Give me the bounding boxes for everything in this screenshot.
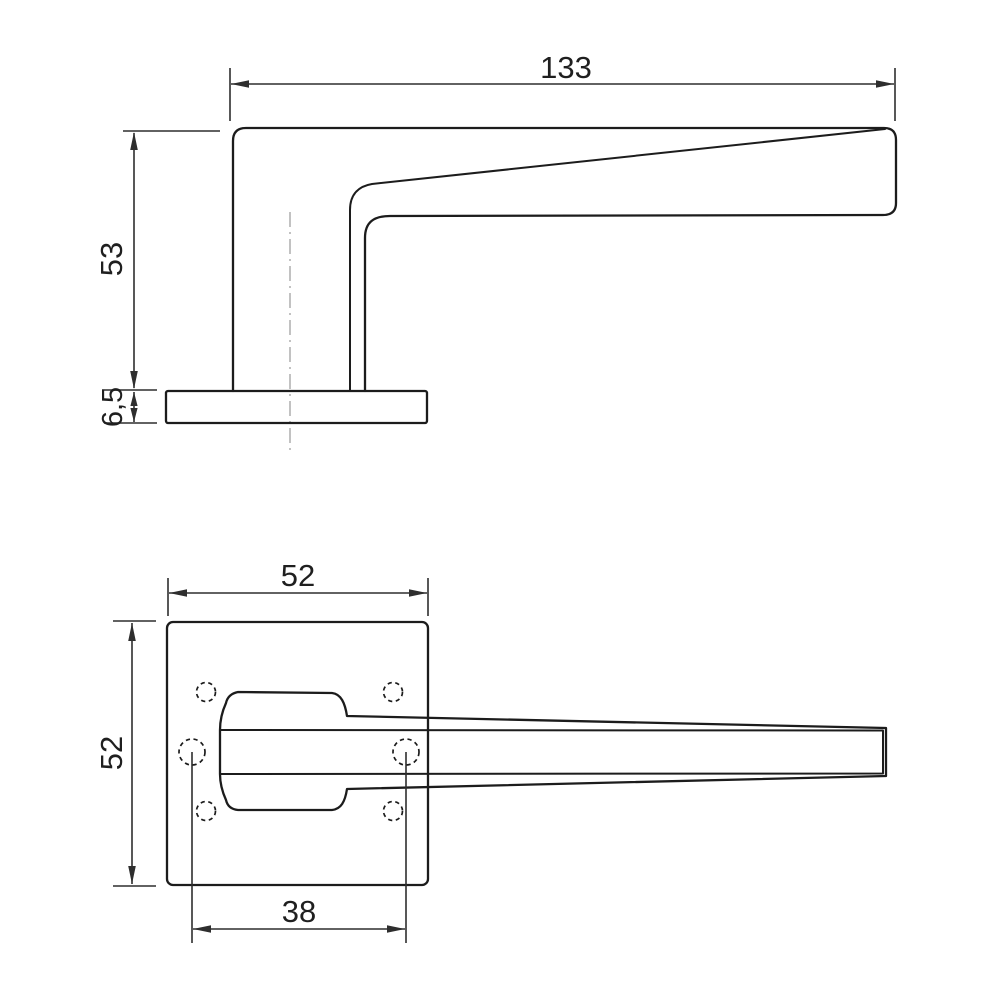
arrowhead-down	[130, 408, 138, 422]
arrowhead-up	[130, 392, 138, 406]
fixing-hole-left	[178, 738, 206, 766]
side-view-handle-outline	[231, 126, 898, 393]
dimension-label-plate-width: 52	[281, 558, 315, 593]
side-view-rosette	[164, 389, 429, 425]
arrowhead-up	[128, 623, 136, 641]
front-view-handle-outline	[218, 690, 888, 812]
dimension-label-hole-spacing: 38	[282, 894, 316, 929]
dimension-label-length: 133	[540, 50, 592, 85]
arrowhead-down	[130, 371, 138, 389]
front-view: 52 52 38	[94, 558, 888, 943]
side-view: 133 53 6,5	[94, 50, 898, 452]
dimension-hole-spacing: 38	[191, 752, 407, 943]
screw-hole-top-right	[382, 681, 404, 703]
dimension-label-base-thickness: 6,5	[97, 387, 129, 427]
screw-hole-bottom-right	[382, 800, 404, 822]
arrowhead-right	[387, 925, 405, 933]
arrowhead-left	[231, 80, 249, 88]
dimension-base-thickness: 6,5	[97, 387, 157, 427]
dimension-length: 133	[229, 50, 896, 121]
dimension-height: 53	[94, 130, 220, 389]
dimension-label-height: 53	[94, 242, 129, 276]
fixing-hole-right	[392, 738, 420, 766]
dimension-plate-height: 52	[94, 620, 156, 887]
dimension-plate-width: 52	[167, 558, 429, 616]
arrowhead-up	[130, 132, 138, 150]
arrowhead-right	[409, 589, 427, 597]
arrowhead-left	[169, 589, 187, 597]
front-view-grip-band-lines	[220, 729, 884, 775]
dimension-label-plate-height: 52	[94, 736, 129, 770]
screw-hole-top-left	[195, 681, 217, 703]
arrowhead-left	[193, 925, 211, 933]
side-view-crease-line	[349, 128, 886, 392]
arrowhead-right	[876, 80, 894, 88]
arrowhead-down	[128, 866, 136, 884]
front-view-square-plate	[165, 620, 430, 887]
screw-hole-bottom-left	[195, 800, 217, 822]
